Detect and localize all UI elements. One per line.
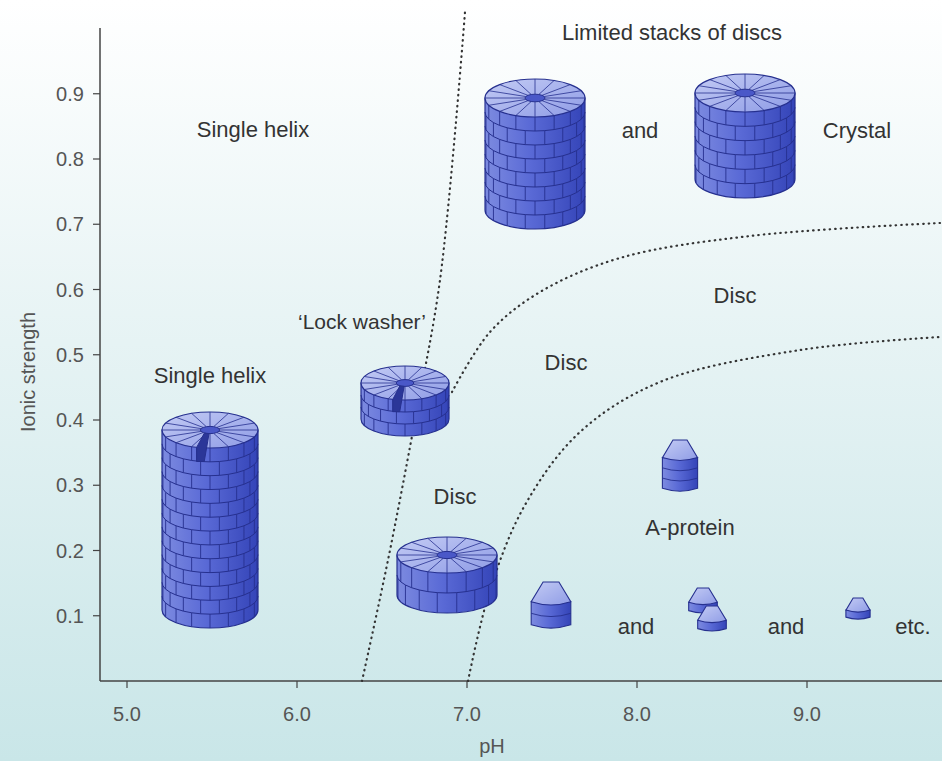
region-label: Crystal	[823, 119, 891, 143]
y-tick	[93, 485, 100, 486]
x-tick	[466, 681, 467, 688]
region-label: A-protein	[645, 516, 734, 540]
y-tick	[93, 615, 100, 616]
disc-stack	[695, 74, 795, 198]
x-tick-label: 7.0	[453, 703, 481, 725]
region-label: Single helix	[154, 364, 267, 388]
y-tick-label: 0.2	[56, 540, 84, 562]
region-label: Disc	[714, 284, 757, 308]
conjunction: and	[622, 119, 659, 143]
disc-stack	[361, 366, 449, 436]
x-tick	[636, 681, 637, 688]
y-tick	[93, 93, 100, 94]
disc-stack	[397, 537, 497, 613]
region-label: ‘Lock washer’	[298, 310, 426, 333]
axes	[93, 28, 942, 688]
region-label: Disc	[545, 351, 588, 375]
a-protein-wedge	[846, 598, 870, 619]
a-protein-wedge	[531, 582, 571, 628]
a-protein-wedge	[698, 606, 727, 631]
y-tick	[93, 224, 100, 225]
conjunction: and	[768, 615, 805, 639]
region-label: Disc	[434, 485, 477, 509]
a-protein-wedge	[662, 440, 697, 491]
y-tick	[93, 289, 100, 290]
phase-boundary	[468, 337, 940, 681]
x-tick-label: 8.0	[623, 703, 651, 725]
y-tick	[93, 419, 100, 420]
continuation-label: etc.	[895, 615, 930, 639]
y-tick-label: 0.4	[56, 409, 84, 431]
region-label: Limited stacks of discs	[562, 21, 782, 45]
y-tick-label: 0.7	[56, 213, 84, 235]
x-tick	[126, 681, 127, 688]
y-tick	[93, 158, 100, 159]
y-tick-label: 0.8	[56, 148, 84, 170]
y-tick-label: 0.5	[56, 344, 84, 366]
disc-stack	[485, 79, 585, 229]
y-tick-label: 0.6	[56, 279, 84, 301]
y-tick-label: 0.9	[56, 83, 84, 105]
y-tick-label: 0.3	[56, 474, 84, 496]
phase-boundary	[452, 223, 940, 392]
axis-title: Ionic strength	[17, 312, 39, 432]
axis-title: pH	[479, 735, 505, 757]
x-tick-label: 6.0	[283, 703, 311, 725]
x-tick	[806, 681, 807, 688]
y-tick	[93, 354, 100, 355]
x-axis	[100, 680, 942, 682]
y-tick-label: 0.1	[56, 605, 84, 627]
x-tick-label: 9.0	[793, 703, 821, 725]
x-tick	[296, 681, 297, 688]
x-tick-label: 5.0	[113, 703, 141, 725]
disc-stack	[162, 412, 258, 628]
y-tick	[93, 550, 100, 551]
conjunction: and	[618, 615, 655, 639]
region-label: Single helix	[197, 118, 310, 142]
